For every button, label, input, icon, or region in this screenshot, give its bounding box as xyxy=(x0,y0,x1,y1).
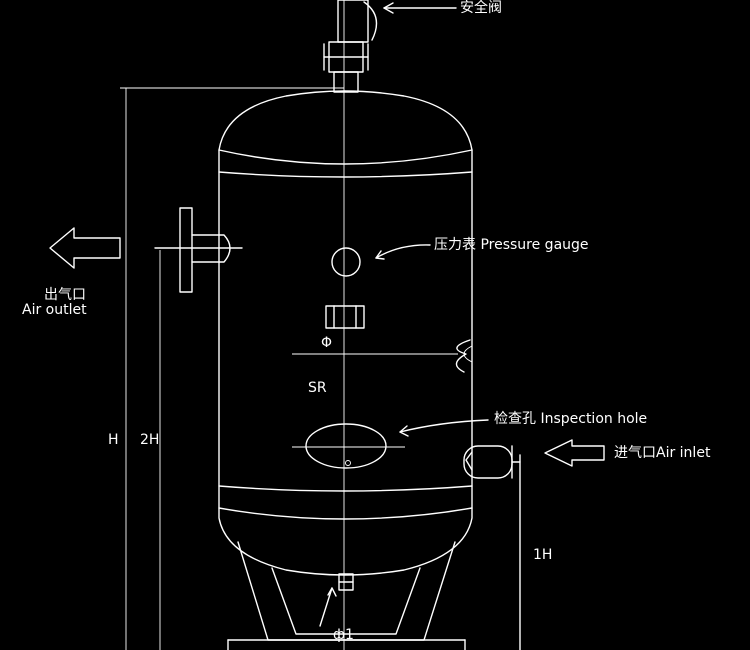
air-outlet-arrow xyxy=(49,227,121,269)
air-inlet-label: 进气口Air inlet xyxy=(614,445,711,461)
dimension-h-label: H xyxy=(108,432,119,448)
middle-fitting xyxy=(325,305,365,329)
safety-valve-label: 安全阀 xyxy=(460,0,502,16)
inspection-hole-arrow xyxy=(399,419,489,437)
phi-label: Φ xyxy=(321,335,333,351)
air-inlet-arrow xyxy=(544,439,605,467)
sr-label: SR xyxy=(308,380,327,396)
drain-valve xyxy=(338,573,354,591)
safety-valve xyxy=(323,0,378,93)
air-outlet-label-en: Air outlet xyxy=(22,302,87,318)
pressure-gauge-arrow xyxy=(375,244,431,260)
inlet-flange xyxy=(463,445,521,650)
dimension-h xyxy=(120,87,344,650)
drain-arrow xyxy=(319,587,337,627)
inspection-hole xyxy=(305,423,387,469)
tank-support-legs xyxy=(227,541,466,650)
tank-vessel xyxy=(218,90,473,576)
diameter-line xyxy=(292,339,473,373)
inspection-hole-label: 检查孔 Inspection hole xyxy=(494,411,648,427)
dimension-2h-label: 2H xyxy=(140,432,160,448)
dimension-1h-label: 1H xyxy=(533,547,553,563)
pressure-gauge-label: 压力表 Pressure gauge xyxy=(434,237,589,253)
inspection-hole-center xyxy=(345,460,351,466)
pressure-gauge xyxy=(331,247,361,277)
outlet-flange xyxy=(154,207,243,293)
drain-diameter-label: ф1 xyxy=(333,627,354,643)
safety-valve-arrow xyxy=(383,2,457,14)
air-outlet-label-cn: 出气口 xyxy=(44,287,86,303)
